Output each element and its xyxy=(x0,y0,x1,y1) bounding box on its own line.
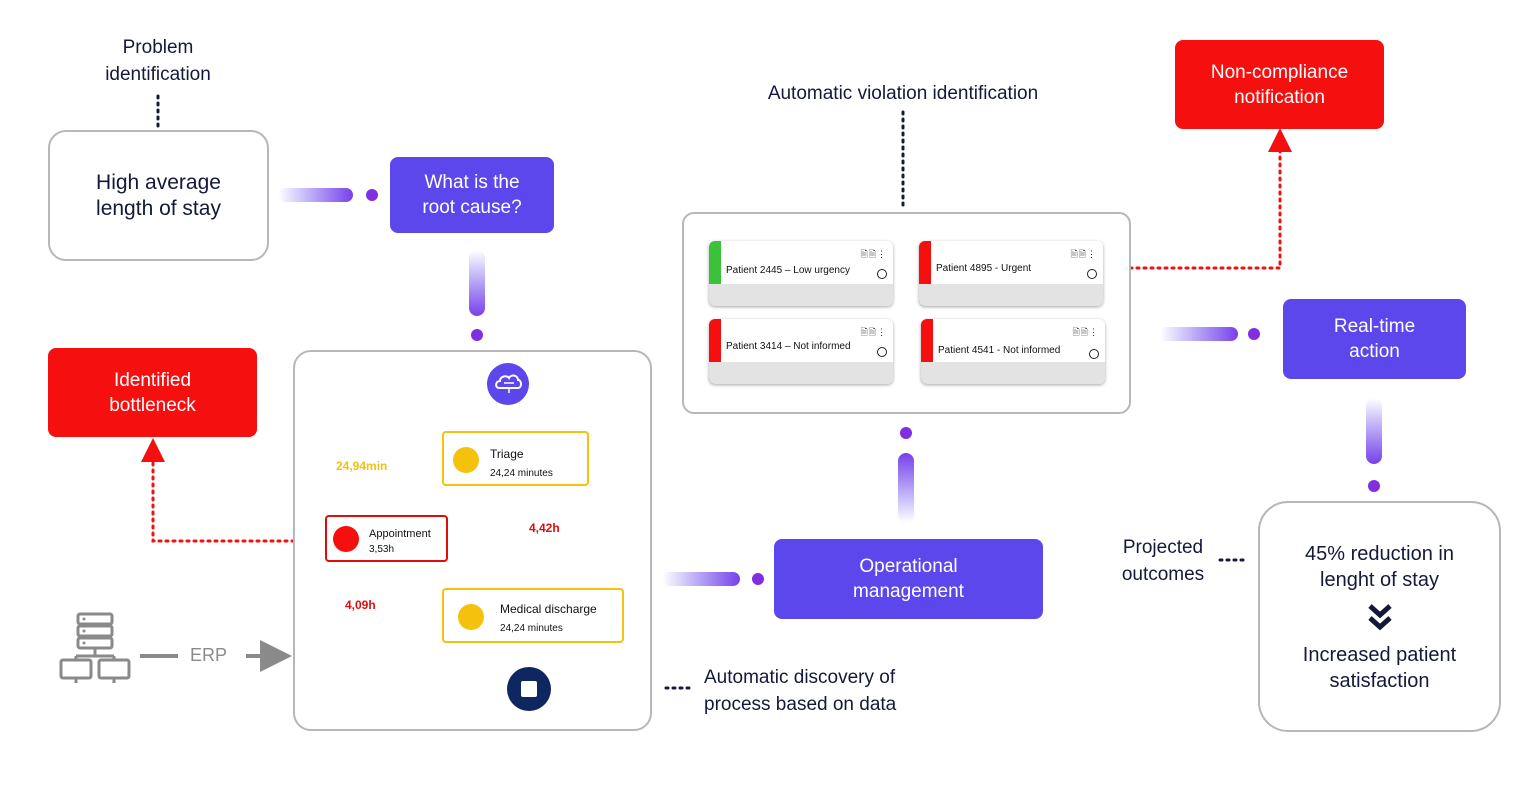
flow-dot xyxy=(1368,480,1380,492)
node-medical-discharge[interactable]: Medical discharge 24,24 minutes xyxy=(442,588,624,643)
red-dotted-noncompliance-link xyxy=(1128,128,1292,270)
discharge-title: Medical discharge xyxy=(500,602,597,616)
automatic-discovery-label: Automatic discovery of process based on … xyxy=(704,667,897,715)
flow-gradient-5 xyxy=(1160,327,1238,341)
outcomes-box: 45% reduction in lenght of stay Increase… xyxy=(1258,501,1501,732)
flow-dot xyxy=(366,189,378,201)
clock-icon xyxy=(877,269,887,279)
identified-bottleneck-text: Identified bottleneck xyxy=(109,369,196,416)
node-triage[interactable]: Triage 24,24 minutes xyxy=(442,431,589,486)
patient-card-footer xyxy=(709,362,893,384)
patient-card-footer xyxy=(919,284,1103,306)
node-appointment[interactable]: Appointment 3,53h xyxy=(325,515,448,562)
erp-label: ERP xyxy=(190,645,228,665)
patient-card[interactable]: Patient 4541 - Not informed 🗎🗎⋮ xyxy=(921,319,1105,384)
patient-doc-icons[interactable]: 🗎🗎⋮ xyxy=(860,327,887,337)
red-dotted-bottleneck-link xyxy=(141,438,296,543)
patient-label: Patient 2445 – Low urgency xyxy=(726,265,850,276)
projected-outcomes-label: Projected outcomes xyxy=(1121,537,1205,585)
triage-duration: 24,24 minutes xyxy=(490,468,553,479)
erp-network-icon xyxy=(59,612,131,683)
patient-card[interactable]: Patient 2445 – Low urgency 🗎🗎⋮ xyxy=(709,241,893,306)
root-cause-box[interactable]: What is the root cause? xyxy=(390,157,554,233)
flow-dot xyxy=(900,427,912,439)
automatic-violation-label: Automatic violation identification xyxy=(767,83,1039,104)
flow-gradient-4 xyxy=(898,453,914,523)
root-cause-text: What is the root cause? xyxy=(422,172,522,218)
operational-management-text: Operational management xyxy=(853,556,964,602)
non-compliance-notification-box[interactable]: Non-compliance notification xyxy=(1175,40,1384,129)
process-start-icon[interactable] xyxy=(487,363,529,405)
edge-label-triage-discharge: 4,42h xyxy=(529,521,560,535)
outcome-satisfaction-text: Increased patient satisfaction xyxy=(1302,644,1457,692)
clock-icon xyxy=(877,347,887,357)
operational-management-box[interactable]: Operational management xyxy=(774,539,1043,619)
patient-card[interactable]: Patient 4895 - Urgent 🗎🗎⋮ xyxy=(919,241,1103,306)
edge-label-appointment-discharge: 4,09h xyxy=(345,598,376,612)
flow-gradient-2 xyxy=(469,250,485,316)
double-chevron-down-icon xyxy=(1368,604,1392,631)
real-time-action-box[interactable]: Real-time action xyxy=(1283,299,1466,379)
high-average-text: High average length of stay xyxy=(96,170,221,220)
patient-doc-icons[interactable]: 🗎🗎⋮ xyxy=(1072,327,1099,337)
discharge-duration: 24,24 minutes xyxy=(500,623,563,634)
patient-doc-icons[interactable]: 🗎🗎⋮ xyxy=(1070,249,1097,259)
flow-dot xyxy=(471,329,483,341)
outcome-reduction-text: 45% reduction in lenght of stay xyxy=(1305,543,1454,591)
flow-gradient-6 xyxy=(1366,398,1382,464)
patient-label: Patient 3414 – Not informed xyxy=(726,341,851,352)
flow-dot xyxy=(752,573,764,585)
problem-identification-label: Problem identification xyxy=(105,37,211,85)
patient-card[interactable]: Patient 3414 – Not informed 🗎🗎⋮ xyxy=(709,319,893,384)
appointment-title: Appointment xyxy=(369,528,431,540)
appointment-status-circle xyxy=(333,526,359,552)
real-time-action-text: Real-time action xyxy=(1333,316,1416,362)
clock-icon xyxy=(1089,349,1099,359)
high-average-length-of-stay-box: High average length of stay xyxy=(48,130,269,261)
flow-gradient-1 xyxy=(278,188,353,202)
patient-card-footer xyxy=(921,362,1105,384)
flow-gradient-3 xyxy=(662,572,740,586)
patient-label: Patient 4541 - Not informed xyxy=(938,345,1061,356)
triage-status-circle xyxy=(453,447,479,473)
process-end-icon[interactable] xyxy=(507,667,551,711)
patient-doc-icons[interactable]: 🗎🗎⋮ xyxy=(860,249,887,259)
flow-dot xyxy=(1248,328,1260,340)
cloud-brain-icon xyxy=(495,374,522,393)
patient-label: Patient 4895 - Urgent xyxy=(936,263,1032,274)
edge-label-start-appointment: 24,94min xyxy=(336,459,388,473)
clock-icon xyxy=(1087,269,1097,279)
patient-card-footer xyxy=(709,284,893,306)
discharge-status-circle xyxy=(458,604,484,630)
appointment-duration: 3,53h xyxy=(369,544,395,555)
identified-bottleneck-box[interactable]: Identified bottleneck xyxy=(48,348,257,437)
triage-title: Triage xyxy=(490,447,524,461)
stop-square-icon xyxy=(521,681,537,697)
non-compliance-text: Non-compliance notification xyxy=(1210,61,1349,108)
